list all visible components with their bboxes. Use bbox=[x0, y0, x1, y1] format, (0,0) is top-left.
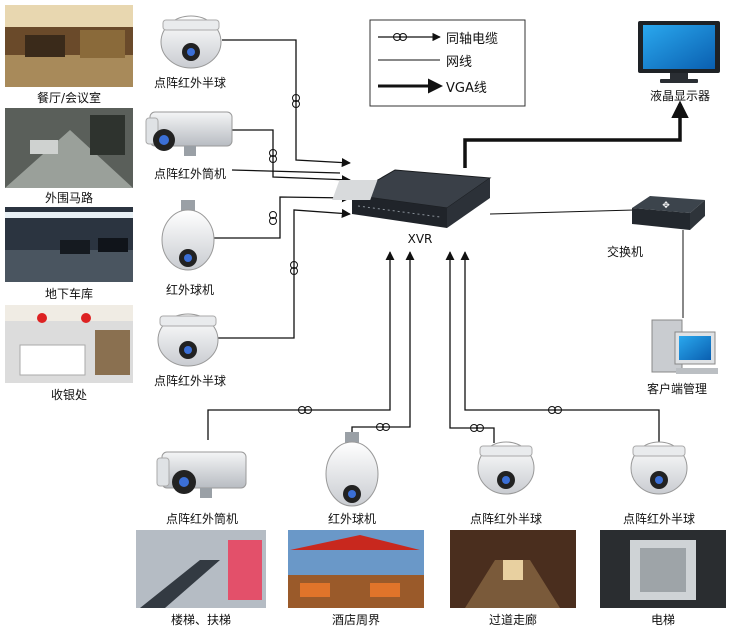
monitor-label: 液晶显示器 bbox=[649, 89, 710, 103]
camera-bottom3-label: 点阵红外半球 bbox=[469, 512, 542, 526]
legend-vga-label: VGA线 bbox=[446, 81, 487, 96]
scene-garage-label: 地下车库 bbox=[44, 287, 93, 301]
camera-bottom1-label: 点阵红外筒机 bbox=[165, 512, 238, 526]
camera-dome-bottom3 bbox=[477, 441, 535, 495]
photo-garage bbox=[5, 207, 133, 282]
client-pc bbox=[651, 319, 718, 374]
photo-elevator bbox=[600, 530, 726, 608]
photo-road bbox=[5, 108, 133, 188]
photo-corridor bbox=[450, 530, 576, 608]
scene-hotel-label: 酒店周界 bbox=[331, 613, 380, 627]
scene-cashier-label: 收银处 bbox=[50, 388, 87, 402]
scene-corridor-label: 过道走廊 bbox=[488, 613, 537, 627]
xvr-label: XVR bbox=[407, 232, 433, 246]
camera-ptz-bottom2 bbox=[325, 432, 379, 507]
switch-label: 交换机 bbox=[606, 245, 643, 259]
coax-coils bbox=[269, 94, 562, 432]
camera-bottom4-label: 点阵红外半球 bbox=[622, 512, 695, 526]
camera-bullet-left2 bbox=[145, 111, 233, 156]
scene-stairs-label: 楼梯、扶梯 bbox=[170, 613, 231, 627]
photo-stairs bbox=[136, 530, 266, 608]
camera-ptz-left3 bbox=[161, 200, 215, 271]
photo-cashier bbox=[5, 305, 133, 383]
xvr-device bbox=[332, 169, 492, 228]
camera-dome-bottom4 bbox=[630, 441, 688, 495]
camera-left2-label: 点阵红外筒机 bbox=[153, 167, 226, 181]
camera-dome-left4 bbox=[157, 313, 219, 367]
camera-left1-label: 点阵红外半球 bbox=[153, 76, 226, 90]
client-label: 客户端管理 bbox=[646, 382, 707, 396]
switch-device: ✥ bbox=[632, 196, 705, 230]
vga-line bbox=[463, 100, 689, 168]
photo-hotel bbox=[288, 530, 424, 608]
scene-road-label: 外围马路 bbox=[44, 191, 93, 205]
camera-left4-label: 点阵红外半球 bbox=[153, 374, 226, 388]
camera-bullet-bottom1 bbox=[156, 451, 247, 498]
monitor-device bbox=[638, 21, 720, 83]
camera-dome-left1 bbox=[160, 15, 222, 69]
scene-elevator-label: 电梯 bbox=[650, 613, 675, 627]
svg-text:✥: ✥ bbox=[662, 201, 670, 211]
photo-restaurant bbox=[5, 5, 133, 87]
scene-restaurant-label: 餐厅/会议室 bbox=[36, 91, 102, 105]
camera-bottom2-label: 红外球机 bbox=[327, 512, 376, 526]
legend-coax-label: 同轴电缆 bbox=[446, 32, 499, 47]
legend bbox=[369, 19, 526, 107]
legend-network-label: 网线 bbox=[446, 55, 473, 70]
camera-left3-label: 红外球机 bbox=[165, 283, 214, 297]
